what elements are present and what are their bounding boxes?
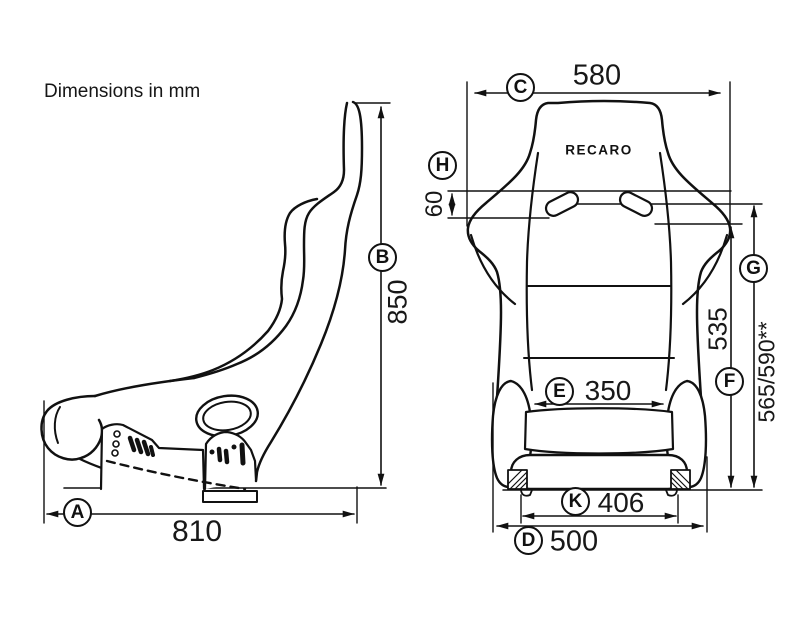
dim-value-60: 60 (421, 190, 448, 218)
balloon-A: A (63, 498, 92, 527)
side-seat-cushion-top (93, 376, 196, 398)
dim-value-500: 500 (549, 525, 599, 558)
side-seat-front-edge (168, 197, 319, 383)
dim-value-580: 580 (572, 59, 622, 92)
dim-value-810: 810 (171, 515, 223, 548)
dim-value-350: 350 (584, 375, 632, 406)
side-seat-bolster-contour (192, 101, 349, 380)
balloon-E: E (545, 377, 574, 406)
front-harness-slot-right (618, 191, 654, 217)
front-foot-left (507, 469, 533, 497)
front-seat-cushion (523, 407, 675, 455)
dim-value-406: 406 (597, 487, 645, 518)
side-seat-thigh-roll (40, 394, 104, 461)
dim-value-850: 850 (382, 279, 413, 325)
balloon-C: C (506, 73, 535, 102)
side-hidden-edge-dashed (105, 459, 247, 491)
front-seat-roll (509, 453, 689, 491)
recaro-logo: RECARO (565, 142, 633, 158)
dim-value-565-590: 565/590** (753, 321, 780, 423)
dim-value-535: 535 (702, 307, 733, 351)
balloon-D: D (514, 526, 543, 555)
balloon-G: G (739, 254, 768, 283)
front-harness-slot-left (544, 191, 580, 217)
drawing-units-note: Dimensions in mm (44, 81, 201, 102)
side-bracket-right (203, 430, 258, 491)
balloon-B: B (368, 243, 397, 272)
side-seat-back-edge (254, 100, 364, 483)
balloon-K: K (561, 487, 590, 516)
balloon-F: F (715, 367, 744, 396)
side-harness-hole-inner (202, 400, 252, 432)
front-view-seat (447, 81, 763, 533)
front-foot-right (665, 469, 691, 497)
side-base-foot (202, 490, 258, 503)
balloon-H: H (428, 151, 457, 180)
side-view-seat (40, 100, 391, 524)
